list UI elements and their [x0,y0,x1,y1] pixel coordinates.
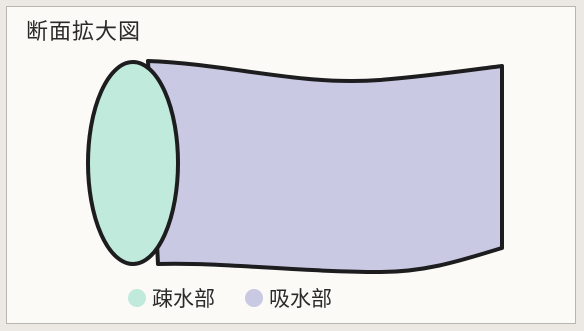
figure-title: 断面拡大図 [26,20,142,45]
legend-item-absorbent: 吸水部 [245,283,332,313]
legend-item-hydrophobic: 疎水部 [128,283,215,313]
absorbent-swatch-icon [245,289,263,307]
legend: 疎水部 吸水部 [128,283,362,313]
hydrophobic-core [86,60,180,266]
hydrophobic-swatch-icon [128,289,146,307]
absorbent-body [146,59,504,274]
legend-label-hydrophobic: 疎水部 [152,287,215,311]
legend-label-absorbent: 吸水部 [269,287,332,311]
